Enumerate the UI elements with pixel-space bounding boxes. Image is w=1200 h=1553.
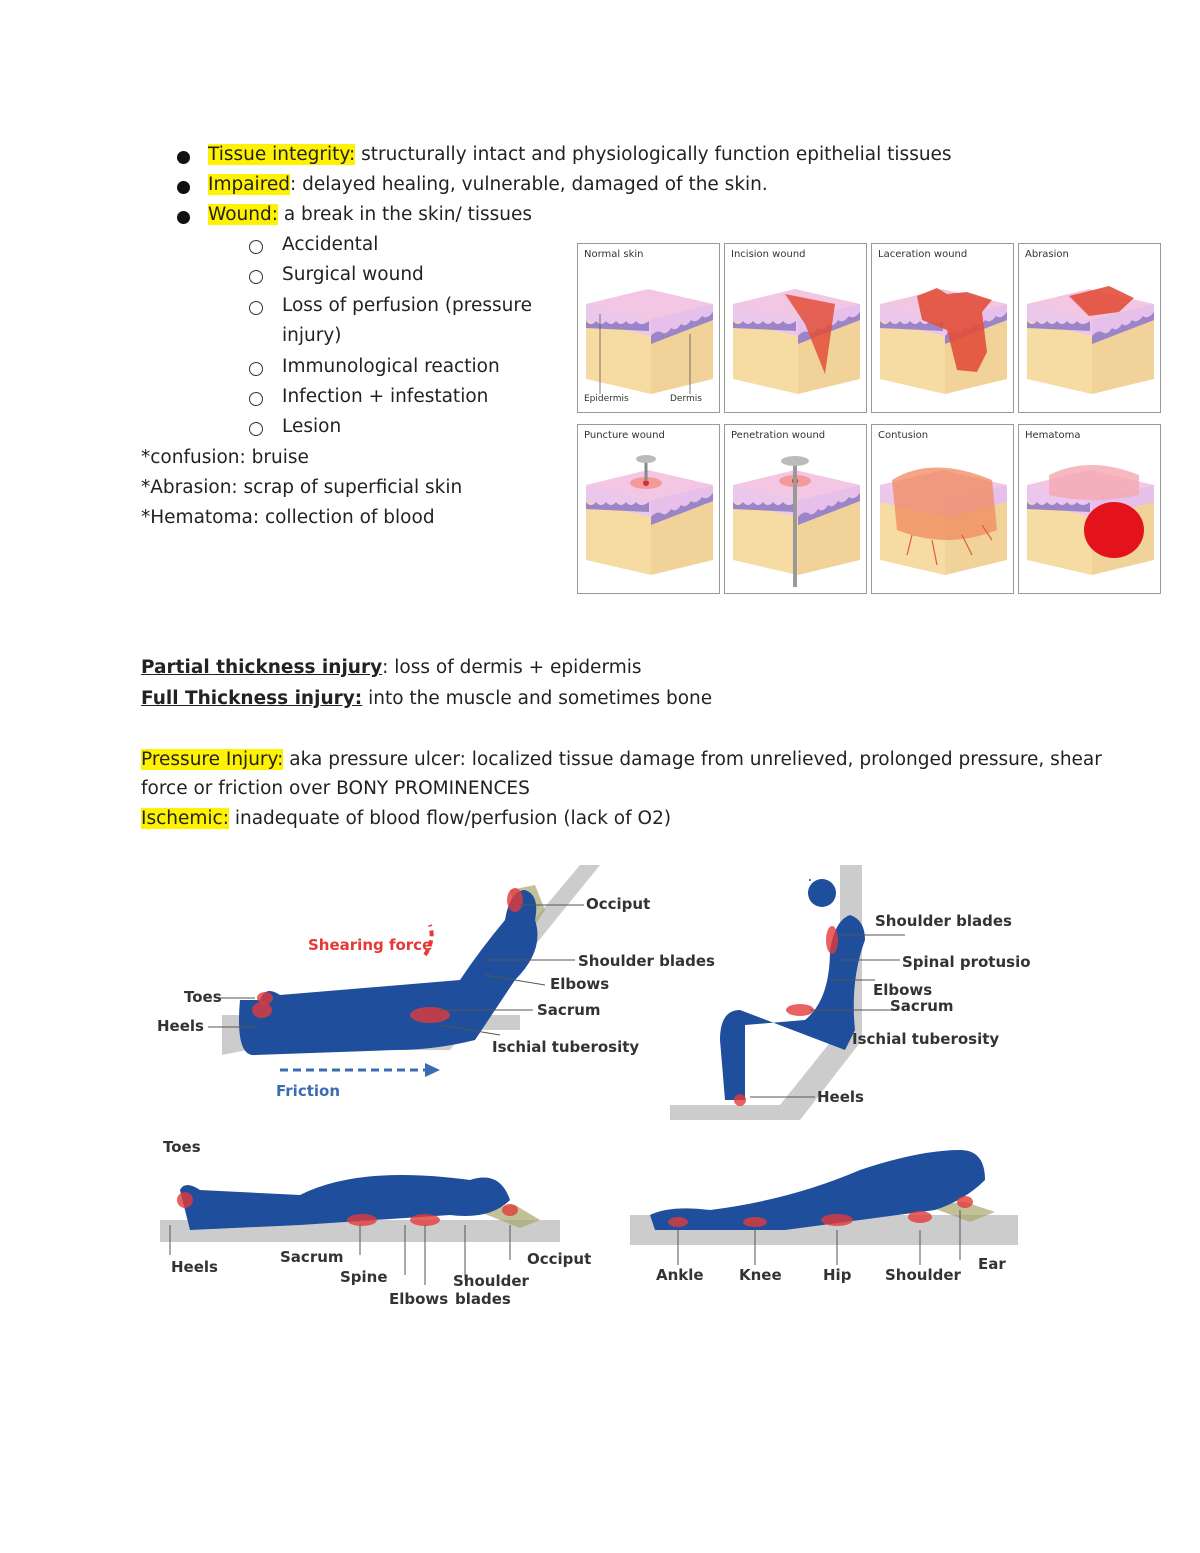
panel-incision-wound: Incision wound (724, 243, 867, 413)
label-blades: blades (455, 1290, 511, 1308)
term-tissue-integrity: Tissue integrity: (208, 144, 356, 165)
panel-normal-skin: Normal skin Epidermis Dermis (577, 243, 720, 413)
label-epidermis: Epidermis (584, 394, 629, 404)
def-full-thickness: into the muscle and sometimes bone (362, 688, 713, 709)
panel-hematoma: Hematoma (1018, 424, 1161, 594)
label-heels: Heels (817, 1088, 864, 1106)
panel-penetration-wound: Penetration wound (724, 424, 867, 594)
label-shoulder-blades: Shoulder blades (578, 952, 715, 970)
def-pressure-injury: aka pressure ulcer: localized tissue dam… (283, 749, 1102, 770)
label-ischial-tuberosity: Ischial tuberosity (492, 1038, 640, 1056)
label-friction: Friction (276, 1082, 341, 1100)
def-partial-thickness: : loss of dermis + epidermis (382, 657, 642, 678)
wound-types-figure: Normal skin Epidermis Dermis Incision wo… (577, 243, 1161, 598)
term-ischemic: Ischemic: (141, 808, 229, 829)
bullet-dot (177, 151, 190, 164)
label-knee: Knee (739, 1266, 782, 1284)
bullet-dot (177, 211, 190, 224)
sub-bullet (249, 362, 263, 376)
partial-thickness-line: Partial thickness injury: loss of dermis… (141, 653, 642, 683)
panel-title: Contusion (878, 430, 929, 441)
sub-bullet (249, 422, 263, 436)
pressure-injury-line: Pressure Injury: aka pressure ulcer: loc… (141, 745, 1102, 775)
label-heels: Heels (157, 1017, 204, 1035)
label-dermis: Dermis (670, 394, 702, 404)
term-partial-thickness: Partial thickness injury (141, 657, 383, 678)
sub-item: Loss of perfusion (pressure (282, 295, 532, 316)
label-elbows: Elbows (873, 981, 933, 999)
label-ischial-tuberosity: Ischial tuberosity (852, 1030, 1000, 1048)
label-spine: Spine (340, 1268, 388, 1286)
def-wound: a break in the skin/ tissues (277, 204, 533, 225)
panel-abrasion: Abrasion (1018, 243, 1161, 413)
label-elbows: Elbows (550, 975, 610, 993)
panel-laceration-wound: Laceration wound (871, 243, 1014, 413)
label-shearing-force: Shearing force (308, 936, 433, 954)
panel-title: Penetration wound (731, 430, 826, 441)
panel-title: Laceration wound (878, 249, 968, 260)
term-impaired: Impaired (208, 174, 291, 195)
ischemic-line: Ischemic: inadequate of blood flow/perfu… (141, 804, 671, 834)
sub-bullet (249, 240, 263, 254)
term-wound: Wound: (208, 204, 278, 225)
def-impaired: : delayed healing, vulnerable, damaged o… (290, 174, 768, 195)
panel-title: Puncture wound (584, 430, 665, 441)
label-toes: Toes (184, 988, 222, 1006)
pressure-points-figure (160, 865, 1018, 1285)
sub-item: Accidental (282, 234, 379, 255)
sub-item: Immunological reaction (282, 356, 500, 377)
label-ankle: Ankle (656, 1266, 704, 1284)
supine-figure (160, 1175, 560, 1285)
panel-contusion: Contusion (871, 424, 1014, 594)
label-sacrum: Sacrum (537, 1001, 601, 1019)
sub-item: injury) (282, 325, 342, 346)
note-confusion: *confusion: bruise (141, 447, 309, 468)
sub-bullet (249, 301, 263, 315)
sub-bullet (249, 270, 263, 284)
label-spinal-protusio: Spinal protusio (902, 953, 1031, 971)
def-ischemic: inadequate of blood flow/perfusion (lack… (228, 808, 672, 829)
bullet-dot (177, 181, 190, 194)
sub-item: Lesion (282, 416, 342, 437)
label-occiput: Occiput (527, 1250, 592, 1268)
panel-title: Hematoma (1025, 430, 1081, 441)
term-pressure-injury: Pressure Injury: (141, 749, 284, 770)
sub-item: Infection + infestation (282, 386, 489, 407)
def-tissue-integrity: structurally intact and physiologically … (355, 144, 952, 165)
panel-title: Incision wound (731, 249, 806, 260)
sub-item: Surgical wound (282, 264, 424, 285)
label-shoulder-blades: Shoulder blades (875, 912, 1012, 930)
panel-puncture-wound: Puncture wound (577, 424, 720, 594)
full-thickness-line: Full Thickness injury: into the muscle a… (141, 684, 712, 714)
note-abrasion: *Abrasion: scrap of superficial skin (141, 477, 463, 498)
label-shoulder: Shoulder (885, 1266, 961, 1284)
pressure-injury-line2: force or friction over BONY PROMINENCES (141, 778, 530, 799)
note-hematoma: *Hematoma: collection of blood (141, 507, 435, 528)
label-shoulder: Shoulder (453, 1272, 529, 1290)
bullet-tissue-integrity: Tissue integrity: structurally intact an… (208, 140, 952, 170)
lateral-figure (630, 1150, 1018, 1265)
term-full-thickness: Full Thickness injury: (141, 688, 363, 709)
panel-title: Normal skin (584, 249, 644, 260)
sub-bullet (249, 392, 263, 406)
bullet-impaired: Impaired: delayed healing, vulnerable, d… (208, 170, 768, 200)
label-hip: Hip (823, 1266, 852, 1284)
reclined-figure (208, 865, 600, 1077)
bullet-wound: Wound: a break in the skin/ tissues (208, 200, 532, 230)
label-heels: Heels (171, 1258, 218, 1276)
seated-figure (670, 865, 905, 1120)
panel-title: Abrasion (1025, 249, 1069, 260)
label-occiput: Occiput (586, 895, 651, 913)
label-toes: Toes (163, 1138, 201, 1156)
label-sacrum: Sacrum (280, 1248, 344, 1266)
label-sacrum: Sacrum (890, 997, 954, 1015)
label-ear: Ear (978, 1255, 1006, 1273)
label-elbows: Elbows (389, 1290, 449, 1308)
